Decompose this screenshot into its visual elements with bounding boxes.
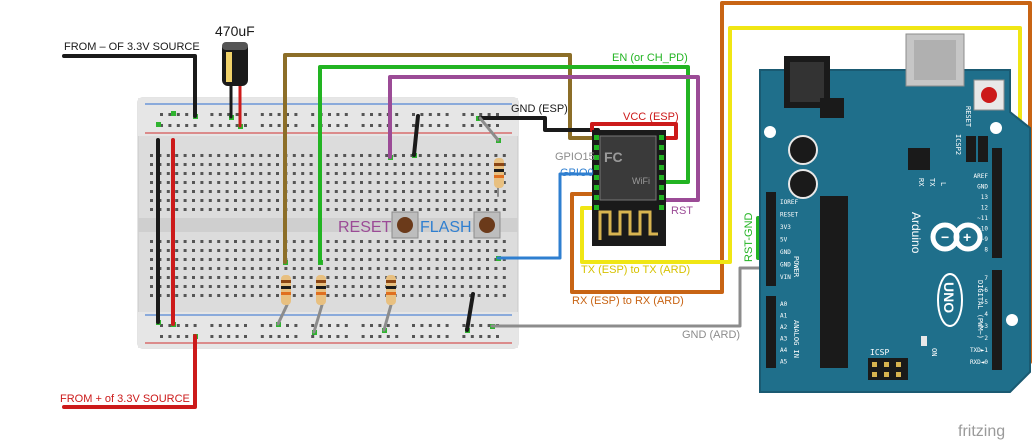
- text-labels: FROM – OF 3.3V SOURCE FROM + of 3.3V SOU…: [60, 23, 1005, 440]
- arduino-model: UNO: [941, 282, 957, 313]
- ard-analog-pins-label: A1: [780, 313, 788, 320]
- ard-digital-top-label: ~11: [977, 215, 988, 222]
- svg-text:WiFi: WiFi: [632, 176, 650, 186]
- svg-text:FC: FC: [604, 149, 623, 165]
- arduino-tx-label: TX: [928, 178, 936, 187]
- arduino-on-label: ON: [930, 348, 938, 356]
- wire-minus-source: [62, 54, 197, 118]
- esp8266-module: FC WiFi: [592, 130, 666, 246]
- resistor-2: [316, 275, 326, 305]
- arduino-icsp2-label: ICSP2: [954, 134, 962, 155]
- label-from-plus: FROM + of 3.3V SOURCE: [60, 393, 190, 405]
- label-gpio0: GPIO0: [560, 167, 594, 179]
- ard-digital-bottom-label: TXD►1: [970, 347, 988, 354]
- arduino-reset-label: RESET: [964, 106, 972, 128]
- wire-gpio0: [496, 172, 600, 260]
- breadboard: [137, 97, 519, 349]
- arduino-analog-label: ANALOG IN: [792, 320, 800, 358]
- ard-digital-top-label: ~9: [981, 236, 989, 243]
- capacitor: [222, 42, 248, 86]
- label-capacitor: 470uF: [215, 23, 255, 39]
- wire-en: [318, 65, 690, 264]
- ard-analog-pins-label: A2: [780, 324, 788, 331]
- arduino-power-label: POWER: [792, 256, 800, 278]
- ard-power-pins-label: GND: [780, 249, 791, 256]
- ard-power-pins-label: RESET: [780, 212, 798, 219]
- ard-power-pins-label: 5V: [780, 237, 788, 244]
- flash-button[interactable]: [473, 211, 501, 239]
- ard-digital-bottom-label: 7: [984, 275, 988, 282]
- wire-vcc-esp: [590, 122, 678, 140]
- ard-digital-bottom-label: RXD◄0: [970, 359, 988, 366]
- ard-digital-top-label: 13: [981, 194, 989, 201]
- arduino-uno: − +: [759, 33, 1031, 393]
- label-vcc-esp: VCC (ESP): [623, 111, 679, 123]
- wire-gnd-ard: [490, 266, 772, 328]
- resistor-1: [281, 275, 291, 305]
- ard-digital-bottom-label: ~6: [981, 287, 989, 294]
- ard-digital-bottom-label: ~5: [981, 299, 989, 306]
- ard-power-pins-label: 3V3: [780, 224, 791, 231]
- ard-analog-pins-label: A3: [780, 336, 788, 343]
- resistor-3: [386, 275, 396, 305]
- ard-digital-bottom-label: ~3: [981, 323, 989, 330]
- resistor-4: [494, 158, 504, 188]
- arduino-digital-label: DIGITAL (PWM~): [976, 280, 984, 339]
- arduino-logo: [930, 222, 983, 252]
- ard-digital-bottom-label: 2: [984, 335, 988, 342]
- ard-analog-pins-label: A4: [780, 347, 788, 354]
- wire-rst: [388, 75, 700, 202]
- arduino-brand: Arduino: [909, 212, 923, 254]
- wires: [62, 1, 1032, 409]
- ard-analog-pins-label: A5: [780, 359, 788, 366]
- arduino-l-label: L: [939, 182, 947, 186]
- label-rst-gnd: RST-GND: [743, 212, 755, 262]
- wire-gnd-esp: [478, 116, 600, 132]
- label-tx-to-tx: TX (ESP) to TX (ARD): [581, 264, 690, 276]
- label-rx-to-rx: RX (ESP) to RX (ARD): [572, 295, 684, 307]
- ard-digital-top-label: 8: [984, 247, 988, 254]
- wire-plus-source: [62, 334, 197, 409]
- label-en: EN (or CH_PD): [612, 52, 688, 64]
- ard-power-pins-label: GND: [780, 262, 791, 269]
- fritzing-logo: fritzing: [958, 423, 1005, 440]
- ard-digital-top-label: GND: [977, 184, 988, 191]
- label-from-minus: FROM – OF 3.3V SOURCE: [64, 41, 200, 53]
- label-gnd-esp: GND (ESP): [511, 103, 568, 115]
- reset-button[interactable]: [391, 211, 419, 239]
- ard-analog-pins-label: A0: [780, 301, 788, 308]
- ard-power-pins-label: IOREF: [780, 199, 798, 206]
- label-rst: RST: [671, 205, 693, 217]
- ard-power-pins-label: VIN: [780, 274, 791, 281]
- ard-digital-top-label: 12: [981, 205, 989, 212]
- label-flash: FLASH: [420, 219, 472, 236]
- label-gpio15: GPIO15: [555, 151, 595, 163]
- arduino-rx-label: RX: [917, 178, 925, 187]
- wire-gpio15: [283, 53, 600, 264]
- ard-digital-bottom-label: 4: [984, 311, 988, 318]
- svg-text:−: −: [941, 229, 949, 245]
- svg-text:+: +: [963, 229, 971, 245]
- arduino-icsp-label: ICSP: [870, 348, 889, 357]
- ard-digital-top-label: ~10: [977, 226, 988, 233]
- label-reset: RESET: [338, 219, 392, 236]
- ard-digital-top-label: AREF: [974, 173, 989, 180]
- label-gnd-ard: GND (ARD): [682, 329, 740, 341]
- resistors: [281, 158, 504, 305]
